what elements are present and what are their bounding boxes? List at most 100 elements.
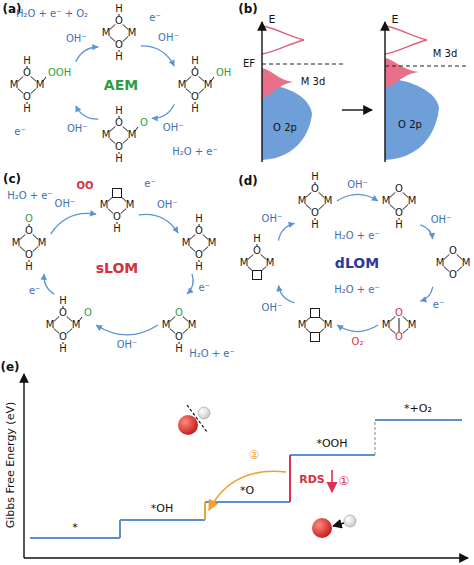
dos-plot — [262, 22, 468, 162]
adsorbate-structure: MM — [296, 296, 335, 354]
reaction-arrow — [187, 274, 194, 294]
atom-symbol: M — [182, 238, 191, 248]
chemical-bond — [123, 138, 129, 143]
atom-symbol: H — [23, 56, 31, 66]
adsorbate-structure: HOMMOHO — [44, 296, 94, 354]
species-label: e⁻ — [144, 178, 155, 190]
hydrogen-ball — [344, 515, 356, 527]
edge-label: e⁻ — [198, 282, 211, 294]
oxygen-ball — [178, 415, 198, 435]
reaction-arrow — [139, 214, 178, 233]
atom-symbol: H — [25, 262, 33, 272]
y-axis — [23, 374, 24, 558]
chemical-bond — [121, 208, 127, 213]
atom-symbol: O — [311, 184, 319, 194]
species-label: H₂O + e⁻ — [189, 348, 235, 360]
oxygen-ball — [312, 518, 332, 538]
oxygen-vacancy — [253, 271, 262, 280]
atom-symbol: M — [208, 238, 217, 248]
chemical-bond — [110, 36, 116, 41]
atom-symbol: M — [128, 28, 137, 38]
chemical-bond — [186, 88, 192, 93]
empty-band — [385, 26, 427, 54]
atom-symbol: H — [115, 4, 123, 14]
fermi-level — [262, 64, 345, 65]
chemical-bond — [306, 192, 312, 197]
x-axis — [24, 557, 468, 558]
atom-symbol: M — [128, 130, 137, 140]
species-label: H₂O + e⁻ — [172, 146, 218, 158]
atom-symbol: O — [195, 226, 203, 236]
chemical-bond — [110, 138, 116, 143]
chemical-bond — [248, 254, 254, 259]
chemical-bond — [20, 246, 26, 251]
energy-level — [375, 419, 462, 421]
reaction-arrow — [51, 210, 96, 234]
edge-label: OH⁻ — [156, 199, 179, 211]
atom-symbol: O — [25, 226, 33, 236]
chemical-bond — [123, 36, 129, 41]
arrow-curve — [152, 104, 175, 118]
atom-symbol: H — [113, 224, 121, 234]
arrow-curve — [96, 325, 158, 335]
hydrogen-ball — [198, 407, 210, 419]
adsorbate-structure: HOMMOHO — [100, 106, 150, 164]
atom-symbol: O — [115, 142, 123, 152]
axis-label: E — [269, 14, 276, 27]
adsorbate-structure: OMMOH — [160, 296, 199, 354]
atom-symbol: M — [162, 320, 171, 330]
atom-symbol: O — [395, 332, 403, 342]
chemical-bond — [67, 316, 73, 321]
chemical-bond — [390, 192, 396, 197]
species-label: H₂O + e⁻ — [334, 230, 380, 242]
atom-symbol: O — [140, 118, 148, 128]
chemical-bond — [170, 328, 176, 333]
energy-axis — [261, 22, 262, 162]
arrow-head — [76, 106, 82, 113]
chemical-bond — [306, 328, 311, 333]
atom-symbol: O — [84, 308, 92, 318]
m3d-band — [385, 58, 419, 88]
reaction-arrow — [420, 225, 435, 239]
atom-symbol: O — [191, 92, 199, 102]
chemical-bond — [403, 192, 409, 197]
o2p-band — [262, 84, 312, 160]
atom-symbol: O — [253, 246, 261, 256]
arrow-head — [90, 210, 97, 216]
adsorbate-structure: HOMMOH — [180, 214, 219, 272]
atom-symbol: M — [178, 80, 187, 90]
atom-symbol: O — [449, 270, 457, 280]
atom-symbol: H — [253, 234, 261, 244]
atom-symbol: H — [115, 52, 123, 62]
atom-symbol: O — [59, 308, 67, 318]
atom-symbol: M — [266, 258, 275, 268]
chemical-bond — [123, 24, 129, 29]
arrow-curve — [139, 214, 178, 233]
edge-label: OH⁻ — [261, 213, 284, 225]
atom-symbol: M — [72, 320, 81, 330]
step-line — [204, 502, 206, 520]
mechanism-name: sLOM — [96, 260, 139, 276]
chemical-bond — [183, 328, 189, 333]
oxygen-vacancy — [113, 189, 122, 198]
chemical-bond — [319, 204, 325, 209]
edge-label: OH⁻ — [261, 302, 284, 314]
state-label: *OH — [151, 503, 173, 516]
chemical-bond — [203, 234, 209, 239]
atom-symbol: M — [100, 200, 109, 210]
oxygen-vacancy — [311, 333, 320, 342]
chemical-bond — [403, 204, 409, 209]
atom-symbol: M — [408, 320, 417, 330]
edge-label: e⁻ — [28, 285, 41, 297]
atom-symbol: H — [311, 172, 319, 182]
atom-symbol: O — [113, 212, 121, 222]
atom-symbol: H — [311, 220, 319, 230]
band-label: O 2p — [398, 119, 422, 131]
arrow-curve — [51, 213, 96, 233]
step-line — [119, 520, 121, 538]
arrow-head — [337, 325, 344, 331]
chemical-bond — [403, 316, 409, 321]
adsorbate-structure: HOMMOHOH — [176, 56, 234, 114]
chemical-bond — [457, 254, 463, 259]
